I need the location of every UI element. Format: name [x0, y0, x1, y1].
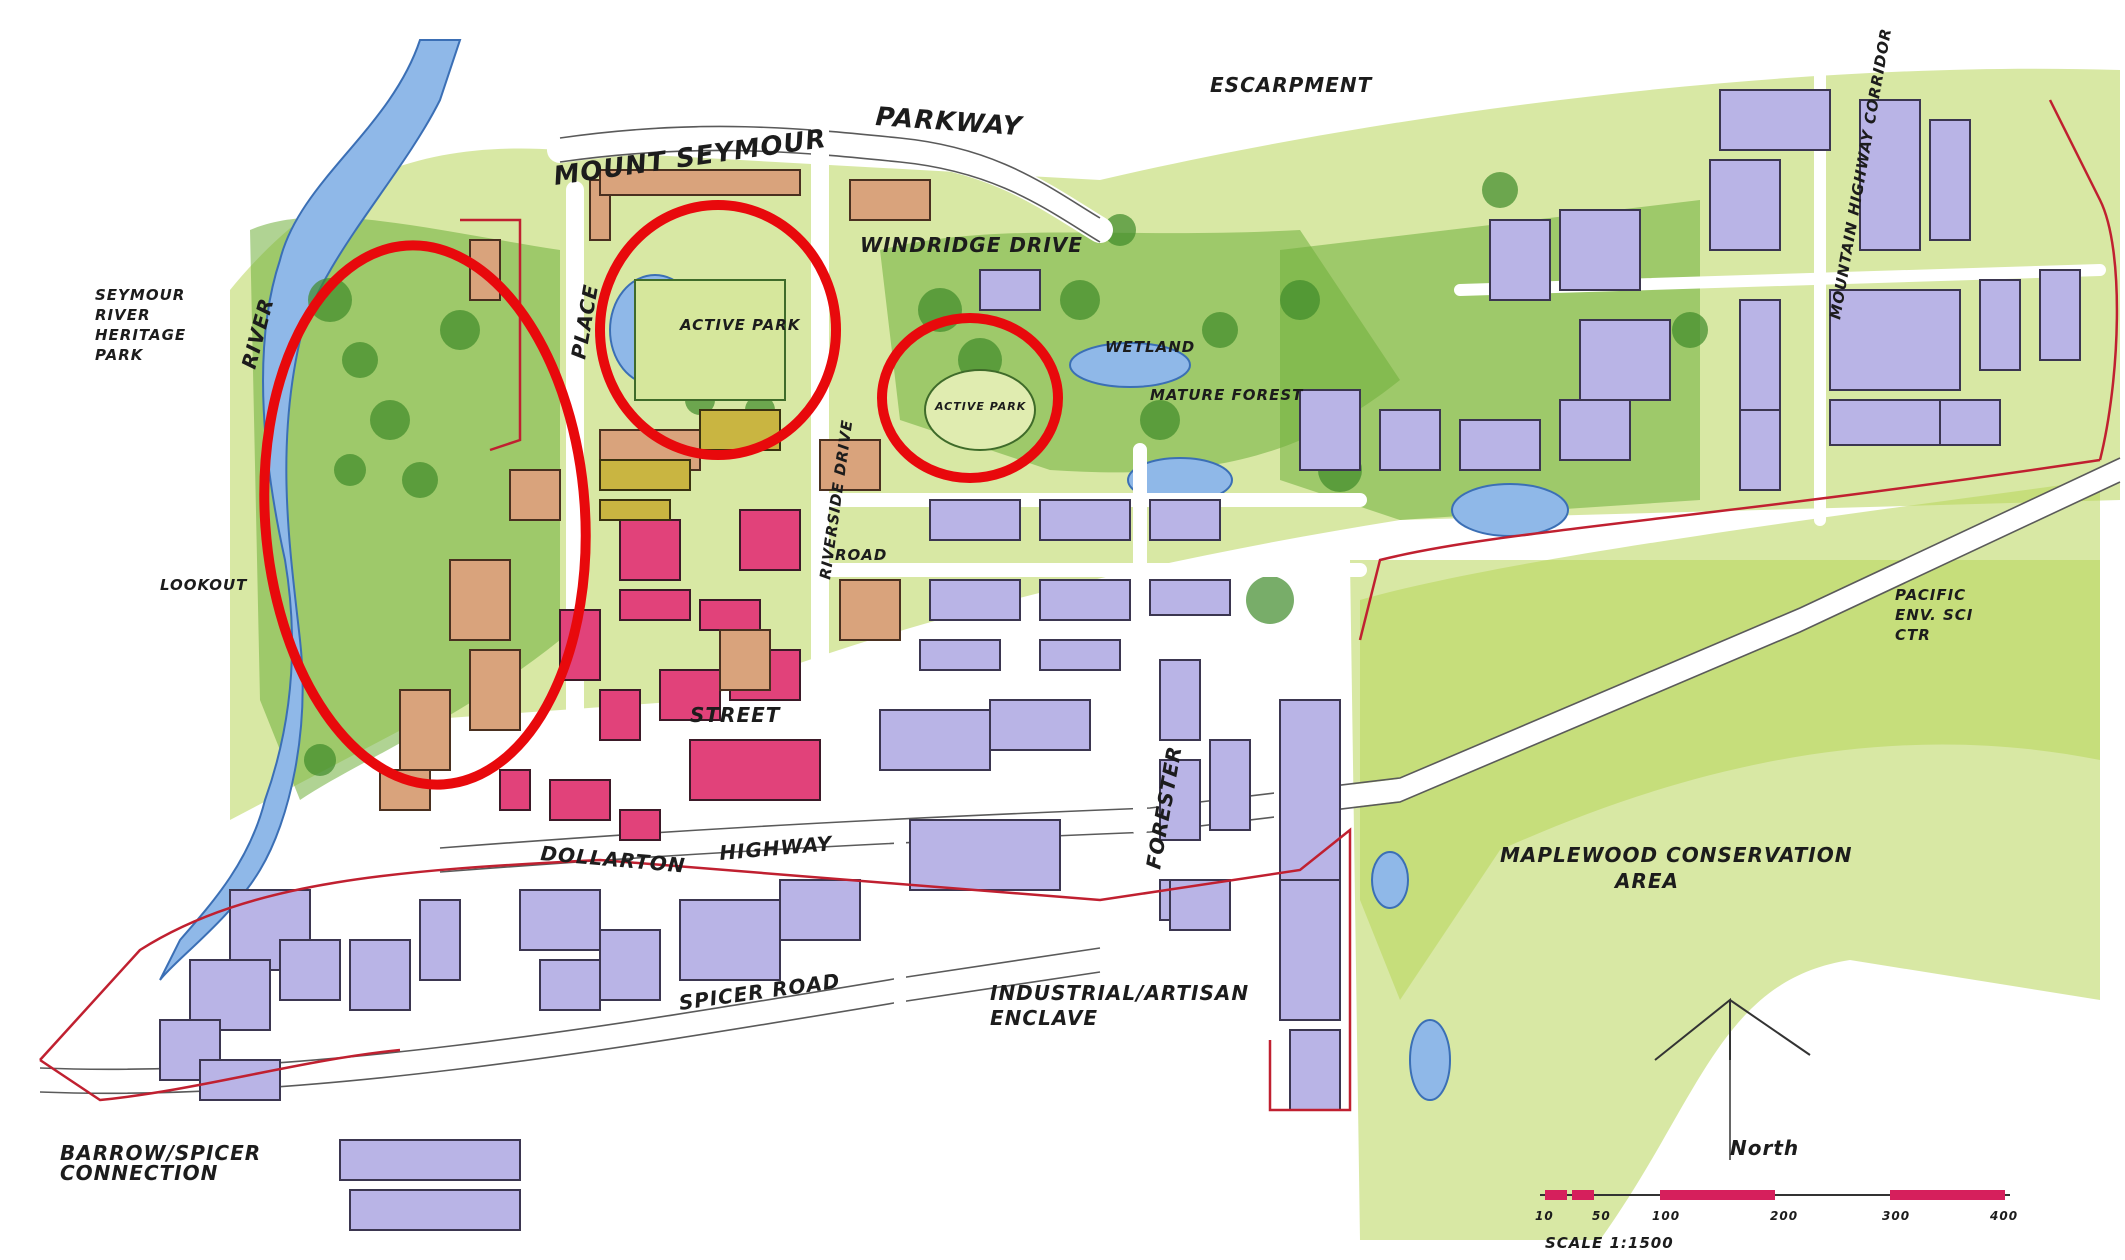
- highlight-circles: [259, 200, 1063, 790]
- scale-tick-400: 400: [1989, 1209, 2018, 1223]
- label-heritage-park-1: SEYMOUR: [95, 286, 185, 304]
- scale-tick-50: 50: [1592, 1209, 1611, 1223]
- label-wetland: WETLAND: [1105, 338, 1195, 356]
- seymour-river: [159, 39, 462, 981]
- site-boundary: [39, 99, 2119, 1112]
- wetland-ponds: [609, 274, 1569, 1101]
- label-active-park-1: ACTIVE PARK: [679, 316, 801, 334]
- highlight-circle-active-park-2: [877, 313, 1063, 483]
- label-windridge-drive: WINDRIDGE DRIVE: [860, 233, 1083, 257]
- scale-tick-10: 10: [1535, 1209, 1554, 1223]
- active-park-fields: [634, 279, 1036, 451]
- label-industrial-artisan-2: ENCLAVE: [990, 1006, 1098, 1030]
- residential-buildings: [159, 89, 2081, 1231]
- north-arrow: North: [1654, 997, 1811, 1160]
- label-maplewood-1: MAPLEWOOD CONSERVATION: [1500, 843, 1852, 867]
- mixed-use-buildings: [599, 409, 781, 521]
- label-heritage-park-4: PARK: [95, 346, 144, 364]
- scale-tick-100: 100: [1652, 1209, 1680, 1223]
- label-pacific-env-3: CTR: [1895, 626, 1931, 644]
- scale-tick-300: 300: [1882, 1209, 1910, 1223]
- label-barrow-spicer-1: BARROW/SPICER: [60, 1141, 261, 1165]
- scale-bar: 10 50 100 200 300 400 SCALE 1:1500: [1535, 1190, 2018, 1252]
- north-label: North: [1730, 1136, 1799, 1160]
- highlight-circle-riverfront: [259, 240, 591, 790]
- scale-tick-200: 200: [1770, 1209, 1798, 1223]
- label-active-park-2: ACTIVE PARK: [934, 400, 1027, 413]
- label-parkway: PARKWAY: [875, 102, 1026, 142]
- label-barrow-spicer-2: CONNECTION: [60, 1161, 218, 1185]
- label-maplewood-2: AREA: [1613, 869, 1679, 893]
- label-heritage-park-2: RIVER: [95, 306, 151, 324]
- site-boundary-inner: [460, 218, 522, 452]
- label-escarpment: ESCARPMENT: [1210, 73, 1373, 97]
- label-pacific-env-2: ENV. SCI: [1895, 606, 1973, 624]
- commercial-buildings: [499, 509, 821, 841]
- label-pacific-env-1: PACIFIC: [1895, 586, 1966, 604]
- label-street: STREET: [690, 703, 781, 727]
- label-road: ROAD: [835, 546, 887, 564]
- scale-label: SCALE 1:1500: [1545, 1234, 1674, 1252]
- label-industrial-artisan-1: INDUSTRIAL/ARTISAN: [990, 981, 1249, 1005]
- highlight-circle-active-park-1: [595, 200, 841, 460]
- label-lookout: LOOKOUT: [160, 576, 248, 594]
- label-mature-forest: MATURE FOREST: [1150, 386, 1304, 404]
- label-heritage-park-3: HERITAGE: [95, 326, 186, 344]
